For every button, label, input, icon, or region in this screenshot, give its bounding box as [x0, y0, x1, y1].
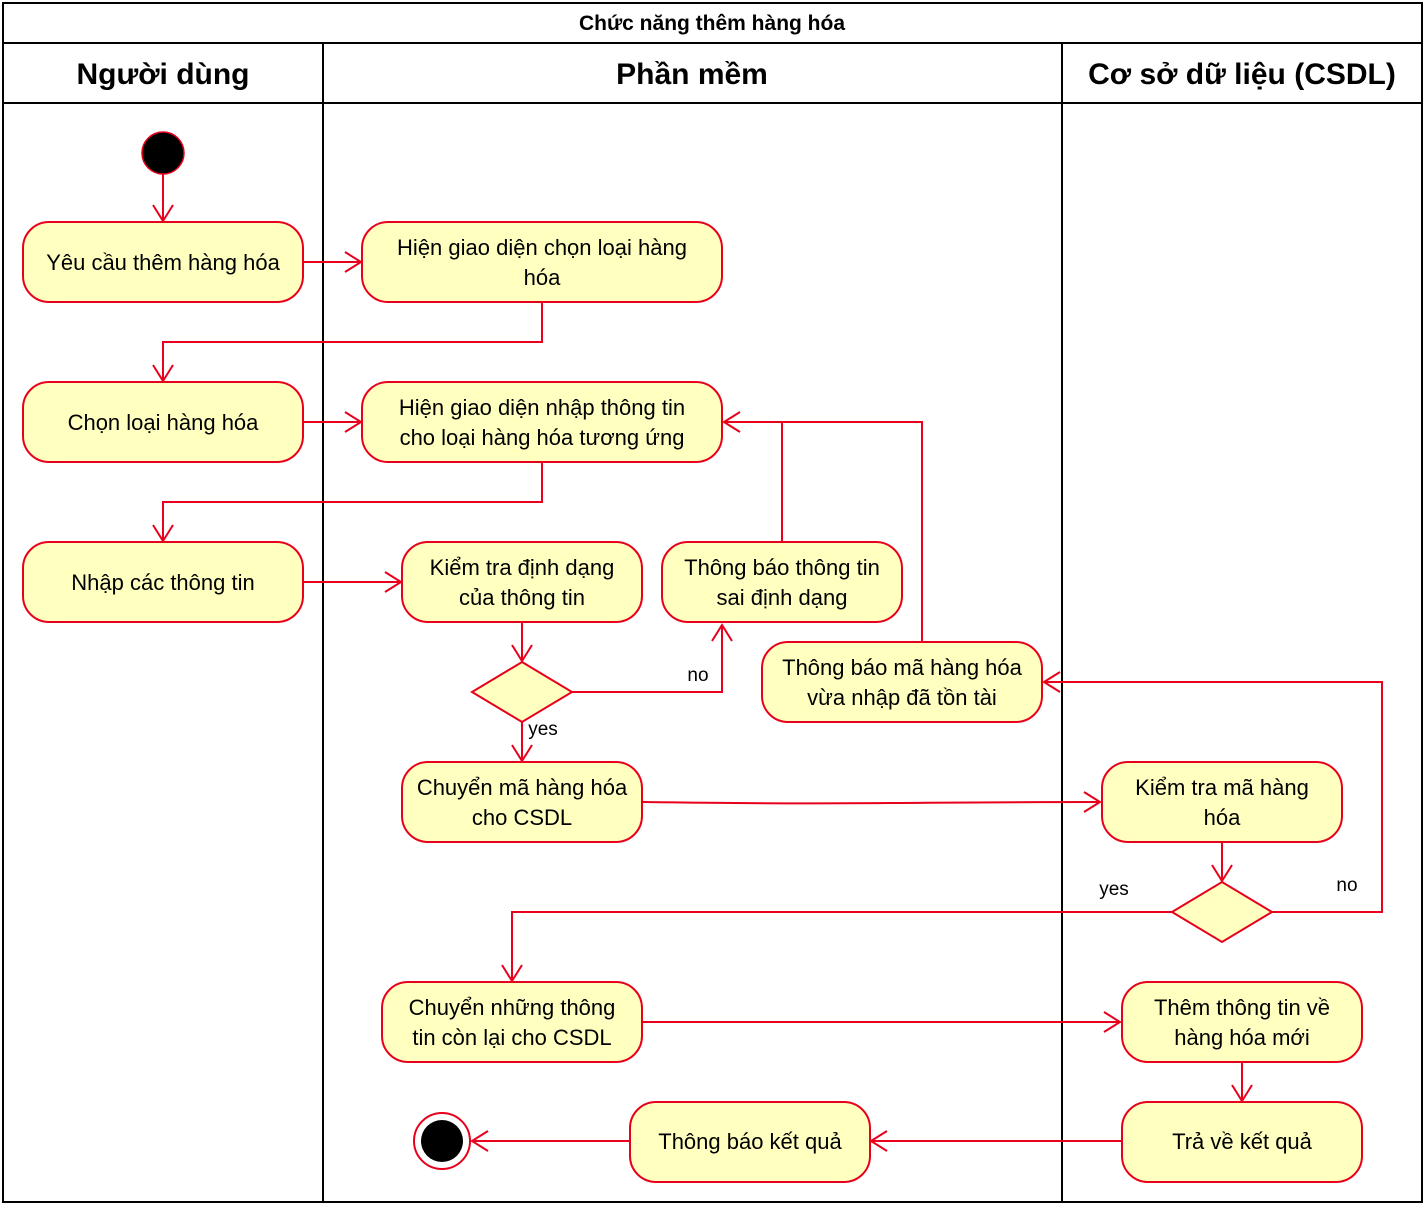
activity-label-line1: Thông báo thông tin — [684, 555, 880, 580]
flow-notify-result-to-end — [470, 1130, 630, 1152]
activity-add-new: Thêm thông tin về hàng hóa mới — [1121, 981, 1363, 1063]
activity-check-code: Kiểm tra mã hàng hóa — [1101, 761, 1343, 843]
start-node — [141, 131, 185, 175]
activity-label-line2: hóa — [524, 265, 561, 290]
activity-send-rest: Chuyển những thông tin còn lại cho CSDL — [381, 981, 643, 1063]
flow-code-decision-no-to-code-exists — [1042, 671, 1383, 913]
activity-notify-code-exists: Thông báo mã hàng hóa vừa nhập đã tồn tà… — [761, 641, 1043, 723]
flow-decision-no-to-format-error — [572, 623, 733, 693]
flow-format-error-to-show-input — [722, 411, 783, 542]
activity-show-type-ui: Hiện giao diện chọn loại hàng hóa — [361, 221, 723, 303]
guard-code-no: no — [1336, 875, 1357, 896]
end-node — [413, 1112, 471, 1170]
flow-lines — [152, 174, 1383, 1152]
flow-code-exists-to-show-input — [782, 421, 923, 642]
guard-code-yes: yes — [1099, 879, 1129, 900]
activity-return-result: Trả về kết quả — [1121, 1101, 1363, 1183]
activity-show-input-ui: Hiện giao diện nhập thông tin cho loại h… — [361, 381, 723, 463]
activity-label-line2: hóa — [1204, 805, 1241, 830]
flow-choose-to-show-input — [303, 411, 363, 433]
activity-label-line1: Chuyển mã hàng hóa — [417, 775, 628, 800]
code-decision-node — [1170, 880, 1274, 944]
flow-return-result-to-notify-result — [869, 1130, 1122, 1152]
activity-label-line1: Chuyển những thông — [409, 995, 616, 1020]
activity-label-line1: Kiểm tra định dạng — [430, 555, 615, 580]
activity-label-line2: của thông tin — [459, 585, 585, 610]
activity-label: Trả về kết quả — [1172, 1129, 1313, 1154]
flow-check-format-to-decision — [511, 623, 533, 663]
activity-choose-type: Chọn loại hàng hóa — [22, 381, 304, 463]
activity-send-code: Chuyển mã hàng hóa cho CSDL — [401, 761, 643, 843]
activity-enter-info: Nhập các thông tin — [22, 541, 304, 623]
flow-enter-to-check-format — [303, 571, 403, 593]
activity-request-add: Yêu cầu thêm hàng hóa — [22, 221, 304, 303]
guard-format-yes: yes — [528, 719, 558, 740]
lane-header-user: Người dùng — [76, 58, 249, 91]
activity-label-line1: Hiện giao diện nhập thông tin — [399, 395, 685, 420]
flow-show-input-to-enter — [152, 463, 543, 543]
activity-check-format: Kiểm tra định dạng của thông tin — [401, 541, 643, 623]
activity-label-line2: tin còn lại cho CSDL — [412, 1025, 611, 1050]
flow-send-rest-to-add-new — [643, 1011, 1122, 1033]
format-decision-node — [470, 660, 574, 724]
activity-label-line2: sai định dạng — [717, 585, 848, 610]
activity-label: Nhập các thông tin — [71, 570, 254, 595]
activity-label-line2: cho CSDL — [472, 805, 572, 830]
flow-start-to-request — [152, 174, 174, 223]
activity-label-line2: cho loại hàng hóa tương ứng — [400, 425, 685, 450]
lane-header-database: Cơ sở dữ liệu (CSDL) — [1088, 58, 1396, 91]
activity-label-line2: hàng hóa mới — [1174, 1025, 1310, 1050]
activity-label-line1: Hiện giao diện chọn loại hàng — [397, 235, 687, 260]
flow-add-new-to-return-result — [1231, 1063, 1253, 1103]
diagram-title: Chức năng thêm hàng hóa — [579, 12, 845, 35]
activity-label-line2: vừa nhập đã tồn tài — [807, 685, 997, 710]
flow-request-to-show-type — [303, 251, 363, 273]
activity-label-line1: Thêm thông tin về — [1154, 995, 1330, 1020]
flow-check-code-to-decision — [1211, 843, 1233, 883]
lane-header-software: Phần mềm — [616, 58, 768, 91]
activity-label-line1: Kiểm tra mã hàng — [1135, 775, 1309, 800]
flow-send-code-to-check-code — [642, 791, 1102, 813]
activity-notify-format-error: Thông báo thông tin sai định dạng — [661, 541, 903, 623]
activity-label: Chọn loại hàng hóa — [68, 410, 260, 435]
activity-label: Yêu cầu thêm hàng hóa — [46, 250, 280, 275]
activity-notify-result: Thông báo kết quả — [629, 1101, 871, 1183]
flow-code-decision-yes-to-send-rest — [501, 911, 1172, 983]
flow-show-type-to-choose — [152, 303, 543, 383]
activity-label-line1: Thông báo mã hàng hóa — [782, 655, 1023, 680]
guard-format-no: no — [687, 665, 708, 686]
activity-label: Thông báo kết quả — [658, 1129, 842, 1154]
